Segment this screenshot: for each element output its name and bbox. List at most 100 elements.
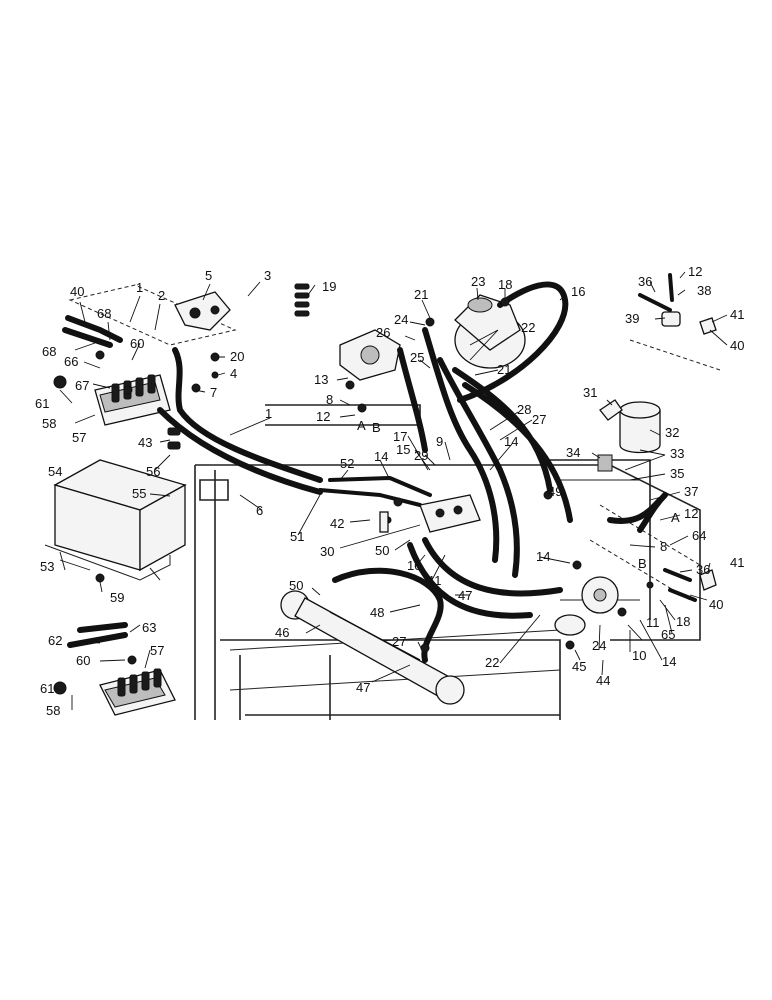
port-label-b: B: [638, 556, 647, 571]
callout-50: 50: [289, 578, 303, 593]
callout-46: 46: [275, 625, 289, 640]
callout-18: 18: [676, 614, 690, 629]
hydraulic-motor-23: [454, 294, 526, 369]
callout-12: 12: [316, 409, 330, 424]
callout-26: 26: [376, 325, 390, 340]
callout-19: 19: [322, 279, 336, 294]
fitting-set-right: [663, 568, 717, 602]
callout-40: 40: [70, 284, 84, 299]
hose-62-63: [67, 622, 128, 648]
control-valve-lower: [99, 668, 176, 716]
tube-51-52: [318, 475, 432, 507]
callout-numbers: 40 1 2 5 3 19 68 68 60 20 4 66 67 61 7 5…: [35, 264, 744, 718]
callout-57: 57: [150, 643, 164, 658]
callout-28: 28: [517, 402, 531, 417]
callout-31: 31: [583, 385, 597, 400]
callout-23: 23: [471, 274, 485, 289]
callout-13: 13: [314, 372, 328, 387]
callout-64: 64: [692, 528, 706, 543]
callout-15: 15: [396, 442, 410, 457]
callout-3: 3: [264, 268, 271, 283]
callout-38: 38: [697, 283, 711, 298]
callout-58: 58: [42, 416, 56, 431]
callout-44: 44: [596, 673, 610, 688]
callout-41: 41: [730, 307, 744, 322]
callout-60: 60: [76, 653, 90, 668]
callout-40: 40: [709, 597, 723, 612]
callout-51: 51: [290, 529, 304, 544]
callout-45: 45: [572, 659, 586, 674]
hose-16: [457, 281, 569, 403]
callout-16: 16: [571, 284, 585, 299]
callout-25: 25: [410, 350, 424, 365]
hose-6: [157, 407, 323, 495]
leader-lines: [54, 271, 728, 710]
callout-52: 52: [340, 456, 354, 471]
callout-68: 68: [42, 344, 56, 359]
callout-8: 8: [326, 392, 333, 407]
callout-9: 9: [436, 434, 443, 449]
callout-49: 49: [548, 484, 562, 499]
port-label-b: B: [372, 420, 381, 435]
hose-47: [407, 537, 563, 619]
callout-5: 5: [205, 268, 212, 283]
callout-54: 54: [48, 464, 62, 479]
callout-55: 55: [132, 486, 146, 501]
callout-12: 12: [688, 264, 702, 279]
callout-24: 24: [592, 638, 606, 653]
callout-37: 37: [684, 484, 698, 499]
callout-35: 35: [670, 466, 684, 481]
callout-60: 60: [130, 336, 144, 351]
callout-6: 6: [256, 503, 263, 518]
solenoid-valve-5: [174, 291, 231, 331]
port-label-a: A: [357, 418, 366, 433]
callout-22: 22: [485, 655, 499, 670]
callout-47: 47: [356, 680, 370, 695]
hose-group-21-22: [397, 327, 573, 578]
callout-48: 48: [370, 605, 384, 620]
callout-2: 2: [158, 288, 165, 303]
callout-56: 56: [146, 464, 160, 479]
callout-1: 1: [136, 280, 143, 295]
callout-12: 12: [684, 506, 698, 521]
callout-4: 4: [230, 366, 237, 381]
valve-block-30: [419, 494, 481, 533]
callout-17: 17: [393, 429, 407, 444]
callout-36: 36: [696, 562, 710, 577]
callout-24: 24: [394, 312, 408, 327]
callout-14: 14: [536, 549, 550, 564]
callout-43: 43: [138, 435, 152, 450]
callout-27: 27: [532, 412, 546, 427]
callout-32: 32: [665, 425, 679, 440]
hydraulic-cylinder-46: [280, 590, 465, 705]
manifold-44: [554, 576, 619, 636]
fittings-misc: [53, 297, 654, 695]
callout-8: 8: [660, 539, 667, 554]
callout-67: 67: [75, 378, 89, 393]
callout-61: 61: [35, 396, 49, 411]
callout-65: 65: [661, 627, 675, 642]
callout-7: 7: [210, 385, 217, 400]
callout-34: 34: [566, 445, 580, 460]
callout-30: 30: [320, 544, 334, 559]
callout-47: 47: [458, 588, 472, 603]
callout-58: 58: [46, 703, 60, 718]
callout-63: 63: [142, 620, 156, 635]
callout-11: 11: [428, 573, 442, 588]
hose-37: [607, 492, 668, 533]
callout-1: 1: [265, 406, 272, 421]
callout-41: 41: [730, 555, 744, 570]
callout-33: 33: [670, 446, 684, 461]
callout-21: 21: [497, 362, 511, 377]
callout-53: 53: [40, 559, 54, 574]
callout-50: 50: [375, 543, 389, 558]
callout-29: 29: [414, 448, 428, 463]
fitting-set-top-right: [629, 273, 721, 371]
connector-19: [294, 283, 310, 317]
port-labels: A B A B: [357, 418, 680, 571]
pump-13: [339, 329, 401, 381]
callout-22: 22: [521, 320, 535, 335]
filter-32: [597, 399, 661, 472]
callout-68: 68: [97, 306, 111, 321]
